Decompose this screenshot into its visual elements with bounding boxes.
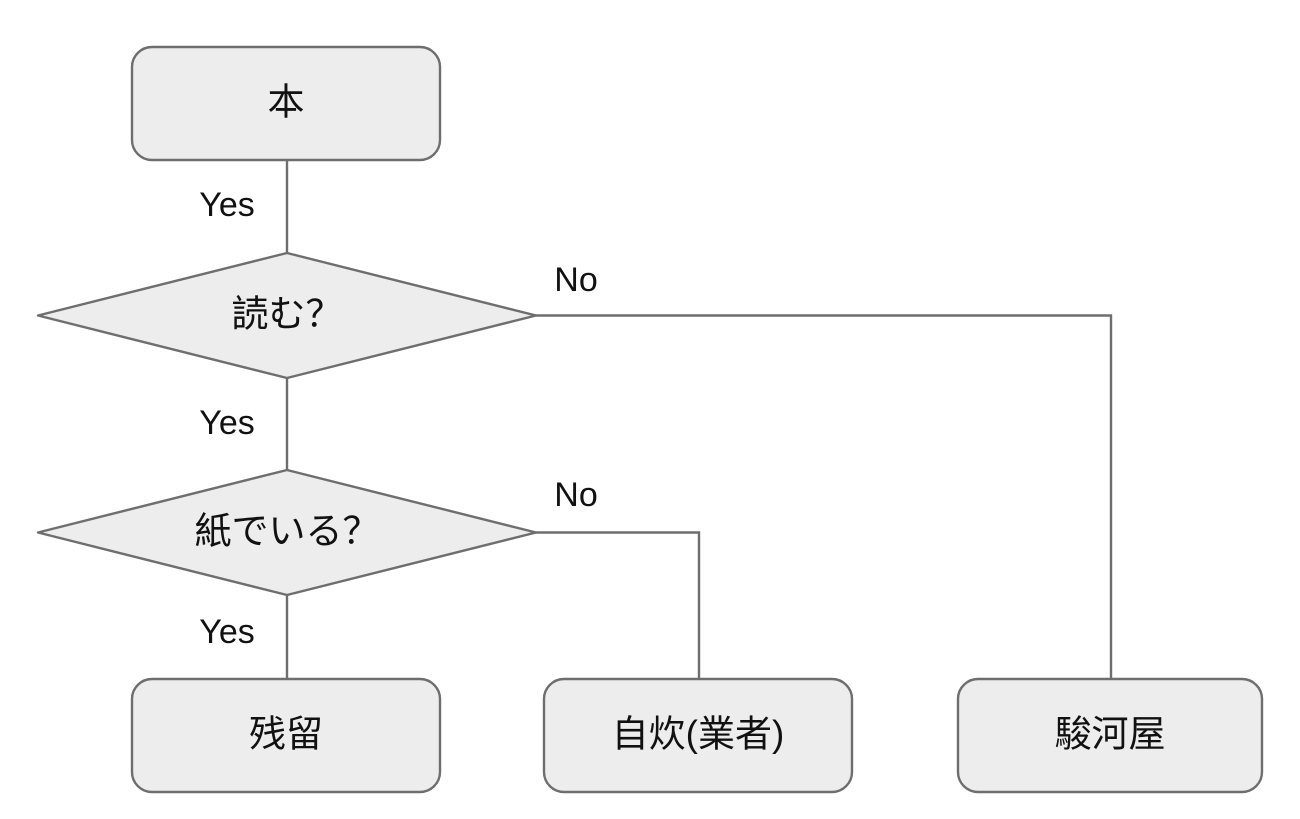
node-end-surugaya[interactable]: 駿河屋 — [956, 677, 1264, 794]
node-end-surugaya-shape[interactable] — [956, 677, 1264, 794]
edge-read-no-to-surugaya — [536, 314, 1113, 679]
node-decision-paper[interactable]: 紙でいる？ — [36, 468, 538, 597]
node-end-scan[interactable]: 自炊(業者) — [542, 677, 854, 794]
node-decision-read-label: 読む？ — [232, 293, 343, 334]
node-start-label: 本 — [268, 81, 305, 122]
edge-label-layer: Yes No Yes No Yes — [199, 186, 597, 651]
node-end-keep[interactable]: 残留 — [130, 677, 442, 794]
edge-label-read-no: No — [554, 261, 597, 299]
edge-label-paper-yes: Yes — [199, 613, 254, 651]
edge-label-start-yes: Yes — [199, 186, 254, 224]
edge-paper-no-to-scan — [536, 531, 701, 679]
edge-label-paper-no: No — [554, 476, 597, 514]
node-decision-paper-label: 紙でいる？ — [195, 510, 380, 551]
node-end-keep-shape[interactable] — [130, 677, 442, 794]
edge-label-read-yes: Yes — [199, 404, 254, 442]
node-end-surugaya-label: 駿河屋 — [1055, 713, 1166, 754]
node-start-shape[interactable] — [130, 45, 442, 162]
node-decision-paper-shape[interactable] — [36, 468, 538, 597]
node-end-scan-label: 自炊(業者) — [612, 713, 785, 754]
node-decision-read[interactable]: 読む？ — [36, 251, 538, 380]
node-end-scan-shape[interactable] — [542, 677, 854, 794]
edge-layer — [285, 160, 1113, 679]
node-decision-read-shape[interactable] — [36, 251, 538, 380]
node-end-keep-label: 残留 — [249, 713, 323, 754]
node-start[interactable]: 本 — [130, 45, 442, 162]
